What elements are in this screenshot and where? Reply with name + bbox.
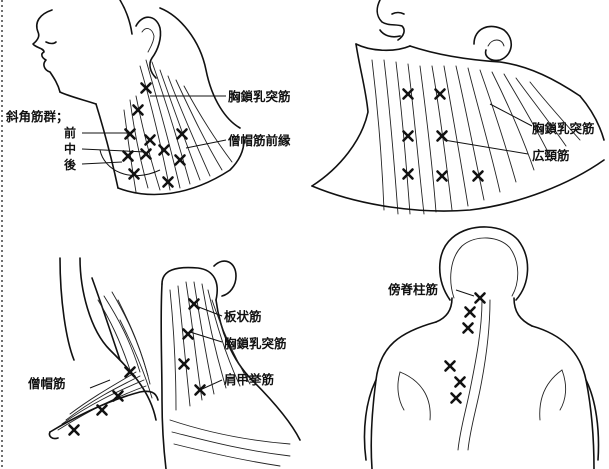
- trigger-point-x-27: [476, 294, 485, 303]
- trigger-point-x-21: [98, 406, 107, 415]
- trigger-point-x-24: [184, 330, 193, 339]
- panel-posterior-neck: [49, 258, 300, 469]
- trigger-point-x-1: [142, 84, 151, 93]
- label-trapezius: 僧帽筋: [28, 376, 66, 391]
- trigger-point-x-4: [146, 136, 155, 145]
- trigger-point-x-8: [160, 146, 169, 155]
- label-scalene-anterior: 前: [64, 125, 76, 140]
- label-scm-posterior: 胸鎖乳突筋: [224, 336, 287, 351]
- trigger-point-x-31: [456, 378, 465, 387]
- label-splenius: 板状筋: [224, 309, 262, 324]
- label-scm-anterior: 胸鎖乳突筋: [532, 121, 595, 136]
- trigger-point-x-28: [466, 308, 475, 317]
- trigger-point-x-17: [438, 172, 447, 181]
- panel-anterior-leaders: [444, 104, 532, 154]
- panel-posterior-leaders: [90, 306, 222, 390]
- trigger-point-x-32: [452, 394, 461, 403]
- trigger-point-x-14: [404, 132, 413, 141]
- label-scalene-group: 斜角筋群；: [5, 109, 69, 124]
- trigger-point-x-22: [70, 426, 79, 435]
- panel-anterior-neck: [312, 0, 604, 214]
- label-scalene-posterior: 後: [64, 157, 77, 172]
- trigger-point-x-30: [446, 362, 455, 371]
- trigger-point-x-29: [464, 324, 473, 333]
- trigger-point-x-25: [180, 360, 189, 369]
- label-paraspinal: 傍脊柱筋: [388, 282, 439, 297]
- label-scalene-middle: 中: [64, 141, 76, 156]
- panel-back-leaders: [456, 290, 474, 296]
- panel-back-view: [364, 227, 598, 469]
- label-trapezius-anterior-border: 僧帽筋前縁: [228, 133, 291, 148]
- label-platysma: 広頸筋: [532, 148, 570, 163]
- trigger-point-x-7: [124, 152, 133, 161]
- label-scm-lateral: 胸鎖乳突筋: [228, 89, 291, 104]
- trigger-point-x-16: [404, 170, 413, 179]
- label-levator-scapulae: 肩甲挙筋: [224, 372, 275, 387]
